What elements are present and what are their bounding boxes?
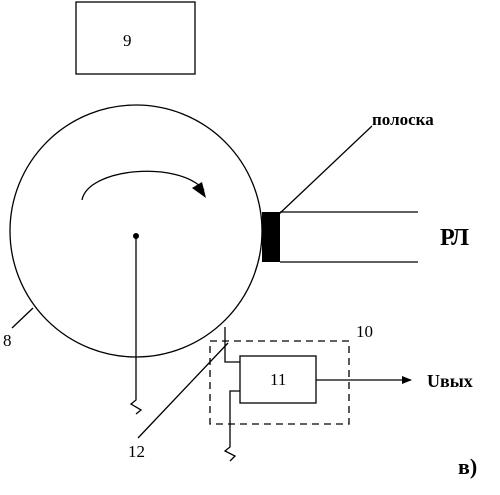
output-group: Uвых [316, 371, 473, 391]
center-probe-wire [129, 236, 143, 415]
ground-wire [223, 390, 240, 462]
label-12-leader [137, 342, 229, 439]
strip-leader [277, 125, 373, 216]
stripline: полоска РЛ [262, 110, 469, 263]
label-8-group: 8 [3, 307, 34, 350]
label-12: 12 [128, 442, 145, 461]
output-label: Uвых [427, 371, 473, 391]
subfigure-label: в) [458, 454, 477, 479]
unit-10-label: 10 [356, 322, 373, 341]
coupling-wire [224, 327, 240, 363]
strip-block [262, 212, 280, 262]
detector-unit-10: 10 [209, 322, 373, 425]
block-9: 9 [75, 1, 196, 75]
label-12-group: 12 [128, 342, 229, 461]
stripline-label: РЛ [440, 225, 469, 251]
rotation-arc [81, 170, 205, 201]
block-11: 11 [239, 355, 317, 404]
label-8-leader [11, 307, 34, 329]
resonator-disk [9, 104, 263, 415]
block-11-inputs [223, 327, 240, 462]
unit-10-dashed-frame [209, 340, 350, 425]
strip-label: полоска [372, 110, 434, 129]
block-9-frame [75, 1, 196, 75]
block-9-label: 9 [123, 31, 132, 50]
label-8: 8 [3, 331, 12, 350]
rotation-arrow-icon [192, 182, 206, 198]
block-11-label: 11 [270, 370, 286, 389]
